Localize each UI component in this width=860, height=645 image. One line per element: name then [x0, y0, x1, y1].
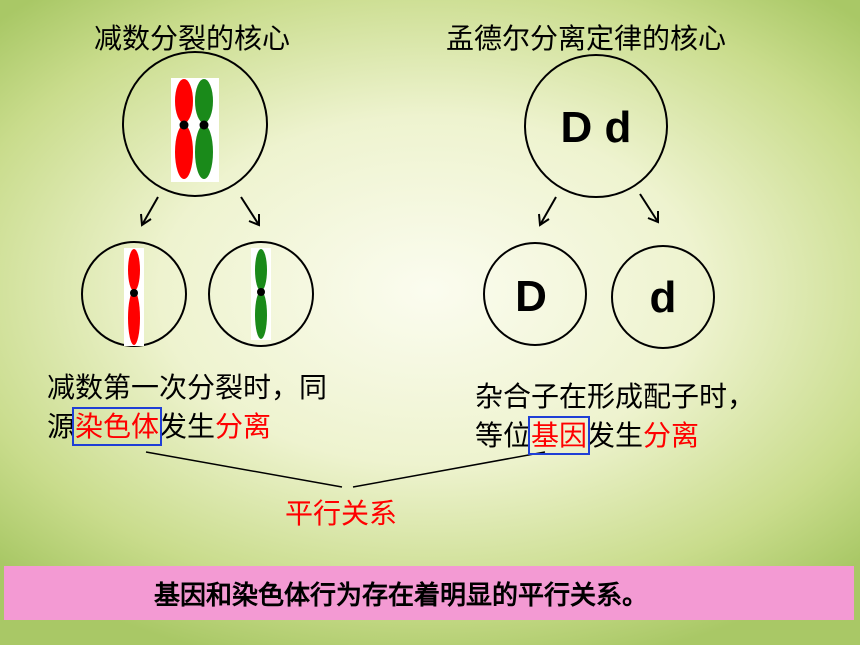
- red-chromosome: [175, 79, 193, 179]
- right-arrow-to-child2: [639, 193, 659, 224]
- left-separation-term: 分离: [215, 410, 272, 443]
- left-parent-cell: [122, 51, 268, 197]
- left-paragraph-line2: 源染色体发生分离: [47, 407, 327, 446]
- right-arrow-to-child1: [538, 196, 557, 227]
- left-child-cell-green: [208, 241, 314, 347]
- right-paragraph-line1: 杂合子在形成配子时，: [475, 380, 756, 413]
- right-paragraph-line2: 等位基因发生分离: [475, 416, 755, 455]
- conclusion-banner: 基因和染色体行为存在着明显的平行关系。: [4, 566, 854, 620]
- left-paragraph: 减数第一次分裂时，同 源染色体发生分离: [47, 368, 327, 446]
- right-paragraph: 杂合子在形成配子时， 等位基因发生分离: [475, 377, 755, 455]
- relation-connector: [145, 451, 546, 488]
- left-prefix: 源: [47, 410, 76, 443]
- green-chromosome: [195, 79, 213, 179]
- left-arrow-to-child1: [140, 196, 159, 227]
- left-paragraph-line1: 减数第一次分裂时，同: [47, 371, 328, 404]
- right-title: 孟德尔分离定律的核心: [446, 22, 727, 55]
- child2-allele-text: d: [650, 273, 677, 322]
- right-child-cell-d: d: [611, 245, 715, 349]
- conclusion-text: 基因和染色体行为存在着明显的平行关系。: [154, 580, 649, 611]
- left-arrow-to-child2: [240, 196, 260, 227]
- parent-genotype-text: D d: [561, 103, 632, 152]
- left-child-cell-red: [81, 241, 187, 347]
- right-parent-cell: D d: [524, 54, 668, 198]
- right-mid: 发生: [587, 419, 644, 452]
- left-mid: 发生: [159, 410, 216, 443]
- parallel-relation-label: 平行关系: [285, 497, 398, 530]
- child1-allele-text: D: [515, 272, 547, 321]
- right-child-cell-D: D: [483, 242, 587, 346]
- right-prefix: 等位: [475, 419, 532, 452]
- left-title: 减数分裂的核心: [94, 22, 291, 55]
- gene-term-boxed: 基因: [528, 416, 591, 455]
- chromosome-term-boxed: 染色体: [72, 407, 163, 446]
- right-separation-term: 分离: [643, 419, 700, 452]
